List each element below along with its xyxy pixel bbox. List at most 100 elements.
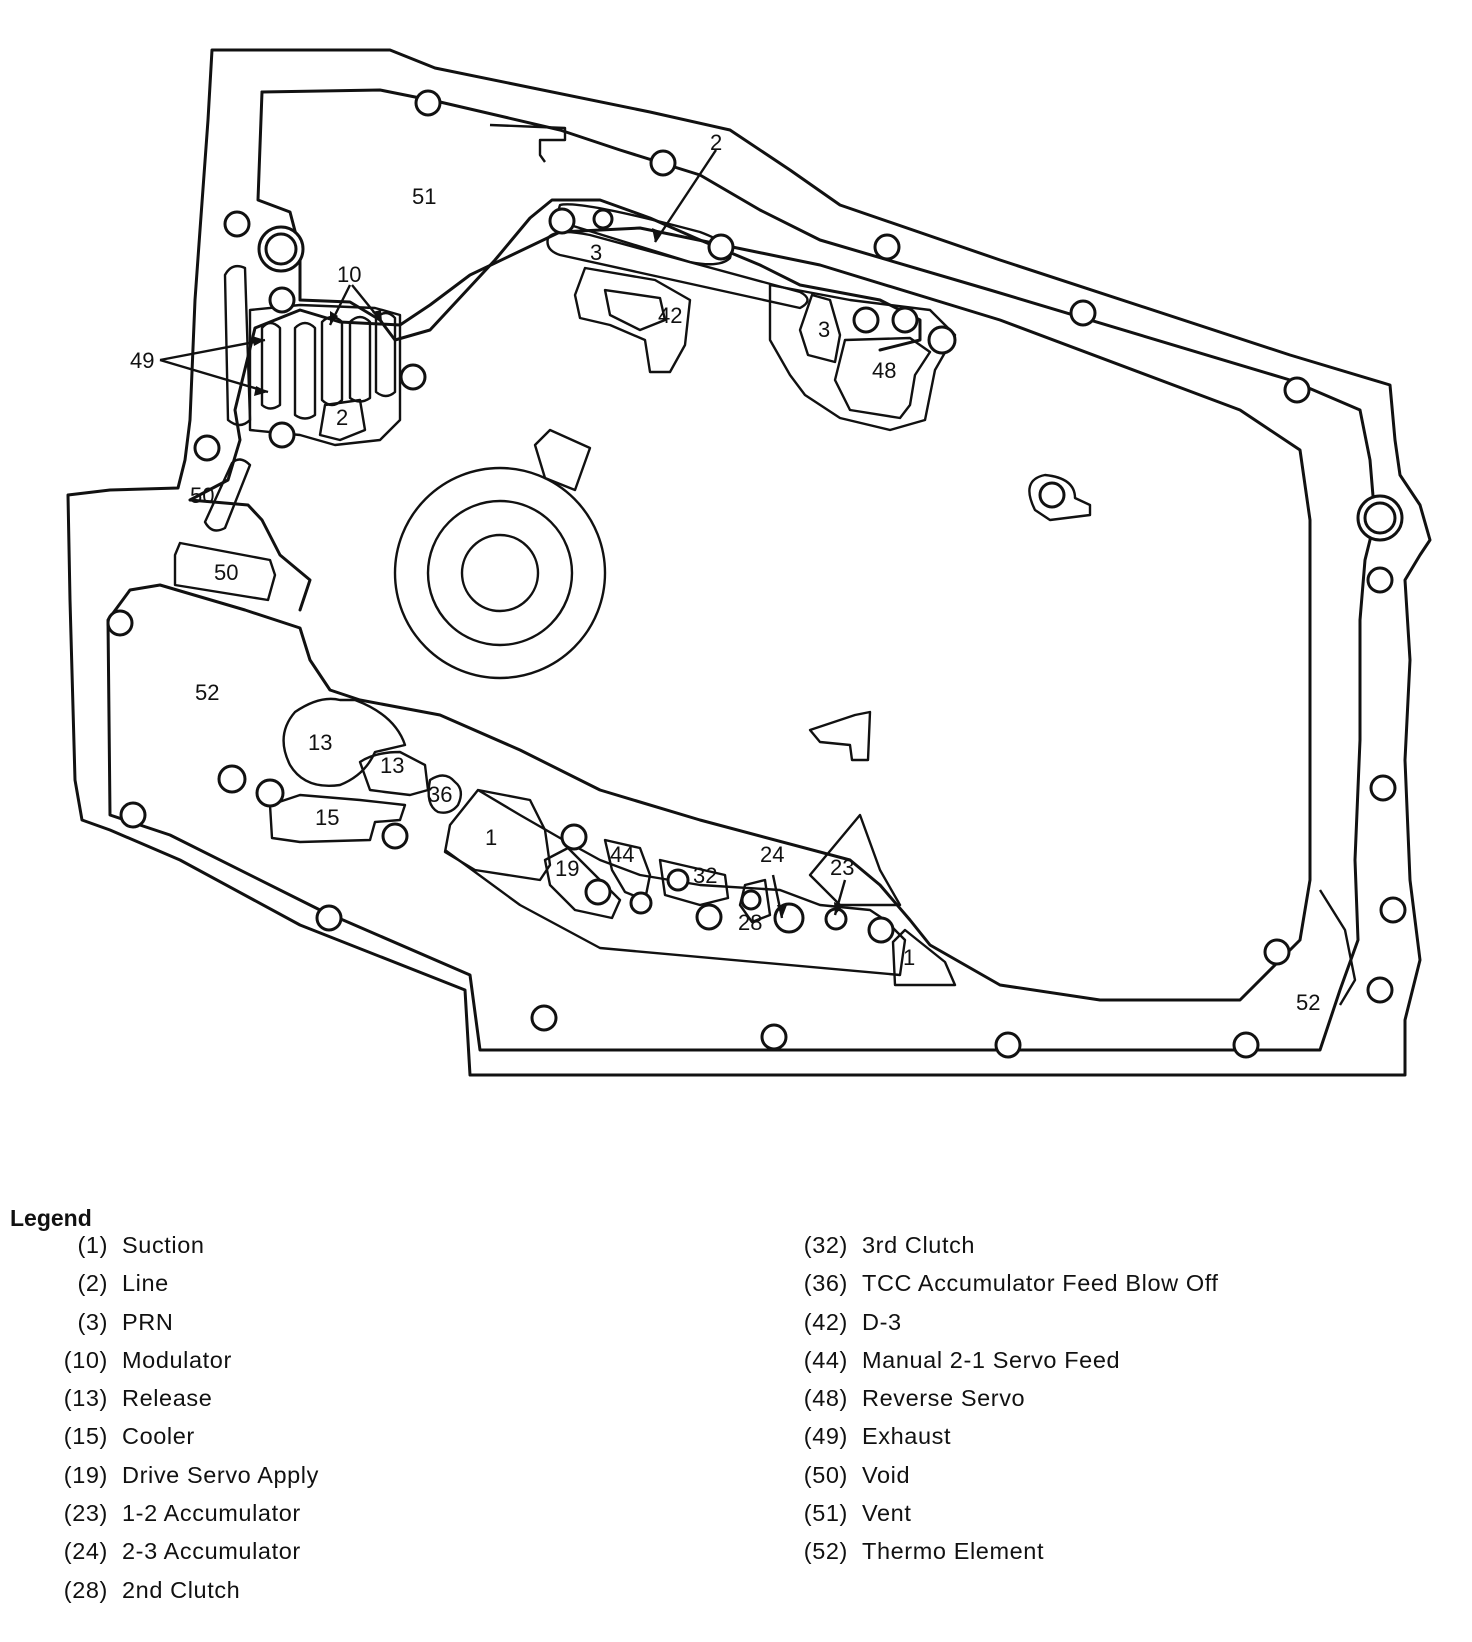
legend-item: (44) Manual 2-1 Servo Feed — [780, 1347, 1219, 1385]
legend-item: (3) PRN — [40, 1309, 319, 1347]
passage-13-circle — [282, 697, 407, 787]
legend-item-label: Vent — [862, 1500, 912, 1527]
legend-item-number: (44) — [803, 1346, 848, 1373]
passage-2-left — [318, 398, 367, 442]
passage-13-block — [358, 750, 430, 797]
passage-3-right — [798, 293, 842, 364]
legend-item-label: Thermo Element — [862, 1538, 1045, 1565]
callout-32: 32 — [693, 863, 717, 888]
legend-item-number: (50) — [803, 1461, 848, 1488]
legend-item: (2) Line — [40, 1270, 319, 1308]
callout-3-a: 3 — [590, 240, 602, 265]
legend-item-number: (52) — [803, 1538, 848, 1565]
legend-item: (19) Drive Servo Apply — [40, 1462, 319, 1500]
legend-item-label: Cooler — [122, 1423, 195, 1450]
legend-title: Legend — [10, 1205, 92, 1231]
legend-item: (50) Void — [780, 1462, 1219, 1500]
legend-item-number: (13) — [63, 1385, 108, 1412]
legend-item-label: 2nd Clutch — [122, 1576, 241, 1603]
right-loop-hole — [1038, 481, 1066, 509]
center-tab — [808, 710, 872, 762]
right-loop — [1028, 473, 1092, 522]
legend-item-label: PRN — [122, 1308, 174, 1335]
legend-item: (42)D-3 — [780, 1309, 1219, 1347]
bolt-holes — [106, 89, 1407, 1059]
slot-49-a — [260, 321, 282, 410]
legend-item: (1) Suction — [40, 1232, 319, 1270]
legend-item: (49) Exhaust — [780, 1423, 1219, 1461]
legend-item: (24) 2-3 Accumulator — [40, 1538, 319, 1576]
hub-stem — [533, 428, 592, 492]
callout-52-left: 52 — [195, 680, 219, 705]
legend-item-number: (1) — [77, 1232, 108, 1258]
legend-item-number: (2) — [77, 1270, 108, 1297]
legend-item-number: (48) — [803, 1385, 848, 1412]
legend-column-left: (1)Suction (2)Line (3)PRN (10)Modulator … — [40, 1232, 319, 1615]
legend-item: (28) 2nd Clutch — [40, 1577, 319, 1615]
passage-42-region — [573, 266, 692, 374]
passage-15-block — [268, 793, 407, 844]
legend-item-label: Line — [122, 1270, 169, 1297]
legend-item-label: 1-2 Accumulator — [122, 1500, 301, 1527]
hub-outer-ring — [393, 466, 607, 680]
slot-10-d — [374, 311, 397, 398]
dowel-holes — [257, 225, 1404, 542]
legend-item-number: (32) — [803, 1232, 848, 1258]
legend-item: (13) Release — [40, 1385, 319, 1423]
legend-item: (10)Modulator — [40, 1347, 319, 1385]
legend-item-number: (24) — [63, 1538, 108, 1565]
passage-1-left — [443, 788, 552, 882]
valve-body-gasket-diagram: 51 2 3 42 3 48 10 49 2 50 50 52 13 13 36… — [66, 48, 1432, 1077]
callout-50-a: 50 — [190, 483, 214, 508]
legend-item-label: Suction — [122, 1232, 205, 1258]
legend-item: (48)Reverse Servo — [780, 1385, 1219, 1423]
callout-24: 24 — [760, 842, 784, 867]
passage-42-inner — [603, 288, 667, 332]
passage-50-box — [173, 541, 277, 602]
callout-23: 23 — [830, 855, 854, 880]
passage-32-block — [658, 858, 730, 907]
passage-1-right — [891, 928, 957, 987]
legend-item-number: (36) — [803, 1270, 848, 1297]
thermo-region-right — [1318, 889, 1357, 1006]
legend-item-label: Drive Servo Apply — [122, 1461, 319, 1488]
legend-item-number: (42) — [803, 1308, 848, 1335]
legend-item: (15) Cooler — [40, 1423, 319, 1461]
callout-52-right: 52 — [1296, 990, 1320, 1015]
callout-1-b: 1 — [903, 945, 915, 970]
legend-item-number: (15) — [63, 1423, 108, 1450]
callout-50-b: 50 — [214, 560, 238, 585]
legend-item-label: 2-3 Accumulator — [122, 1538, 301, 1565]
legend-item-label: Exhaust — [862, 1423, 952, 1450]
legend-item-label: Manual 2-1 Servo Feed — [862, 1346, 1121, 1373]
hub-inner-ring — [460, 533, 540, 613]
legend-item-number: (28) — [63, 1576, 108, 1603]
callout-13-b: 13 — [380, 753, 404, 778]
legend-item: (36)TCC Accumulator Feed Blow Off — [780, 1270, 1219, 1308]
callout-48: 48 — [872, 358, 896, 383]
callout-2-left: 2 — [336, 405, 348, 430]
callout-10: 10 — [337, 262, 361, 287]
legend-item: (51)Vent — [780, 1500, 1219, 1538]
callout-3-b: 3 — [818, 317, 830, 342]
legend-item-label: Modulator — [122, 1346, 232, 1373]
legend-item-number: (49) — [803, 1423, 848, 1450]
leader-arrowheads — [252, 228, 843, 918]
legend-item-number: (19) — [63, 1461, 108, 1488]
slot-block-outline — [248, 303, 402, 447]
legend-item-label: Release — [122, 1385, 213, 1412]
callout-49: 49 — [130, 348, 154, 373]
callout-36: 36 — [428, 782, 452, 807]
vent-area-outline — [256, 90, 922, 352]
legend-item-number: (3) — [77, 1308, 108, 1335]
callout-19: 19 — [555, 856, 579, 881]
slot-10-a — [293, 321, 317, 420]
passage-50-slot — [203, 458, 252, 532]
right-block-outline — [768, 283, 957, 432]
legend-item-label: Void — [862, 1461, 911, 1488]
slot-10-c — [348, 315, 372, 403]
legend-item-number: (23) — [63, 1500, 108, 1527]
callout-51: 51 — [412, 184, 436, 209]
callout-13-a: 13 — [308, 730, 332, 755]
passage-23-triangle — [808, 813, 902, 907]
